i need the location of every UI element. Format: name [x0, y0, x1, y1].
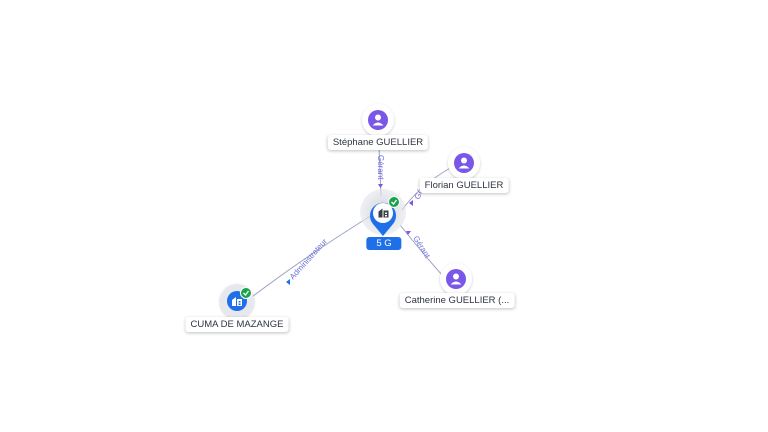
- edge-arrow: [378, 184, 383, 188]
- building-icon: [378, 208, 389, 218]
- center-node-label[interactable]: 5 G: [366, 237, 402, 250]
- person-label-stephane[interactable]: Stéphane GUELLIER: [327, 135, 429, 150]
- edge-arrow: [286, 279, 290, 285]
- edge-arrow: [409, 200, 413, 206]
- edge-label-stephane: Gérant: [376, 155, 385, 180]
- person-icon: [446, 269, 466, 289]
- edge-stephane: [378, 147, 382, 197]
- company-label-cuma[interactable]: CUMA DE MAZANGE: [185, 317, 289, 332]
- person-icon: [454, 153, 474, 173]
- person-label-catherine[interactable]: Catherine GUELLIER (...: [399, 293, 515, 308]
- person-label-florian[interactable]: Florian GUELLIER: [419, 178, 509, 193]
- edge-arrow: [406, 231, 411, 235]
- edge-cuma: [247, 214, 373, 301]
- check-badge-icon: [388, 196, 400, 208]
- check-badge-icon: [240, 287, 252, 299]
- person-node-catherine[interactable]: [440, 263, 472, 295]
- person-node-stephane[interactable]: [362, 104, 394, 136]
- company-node-cuma[interactable]: [220, 284, 254, 318]
- edge-catherine: [399, 224, 443, 276]
- person-node-florian[interactable]: [448, 147, 480, 179]
- edge-label-cuma: Administrateur: [288, 237, 329, 282]
- person-icon: [368, 110, 388, 130]
- edge-label-catherine: Gérant: [411, 234, 432, 260]
- center-node-5g[interactable]: [360, 189, 406, 236]
